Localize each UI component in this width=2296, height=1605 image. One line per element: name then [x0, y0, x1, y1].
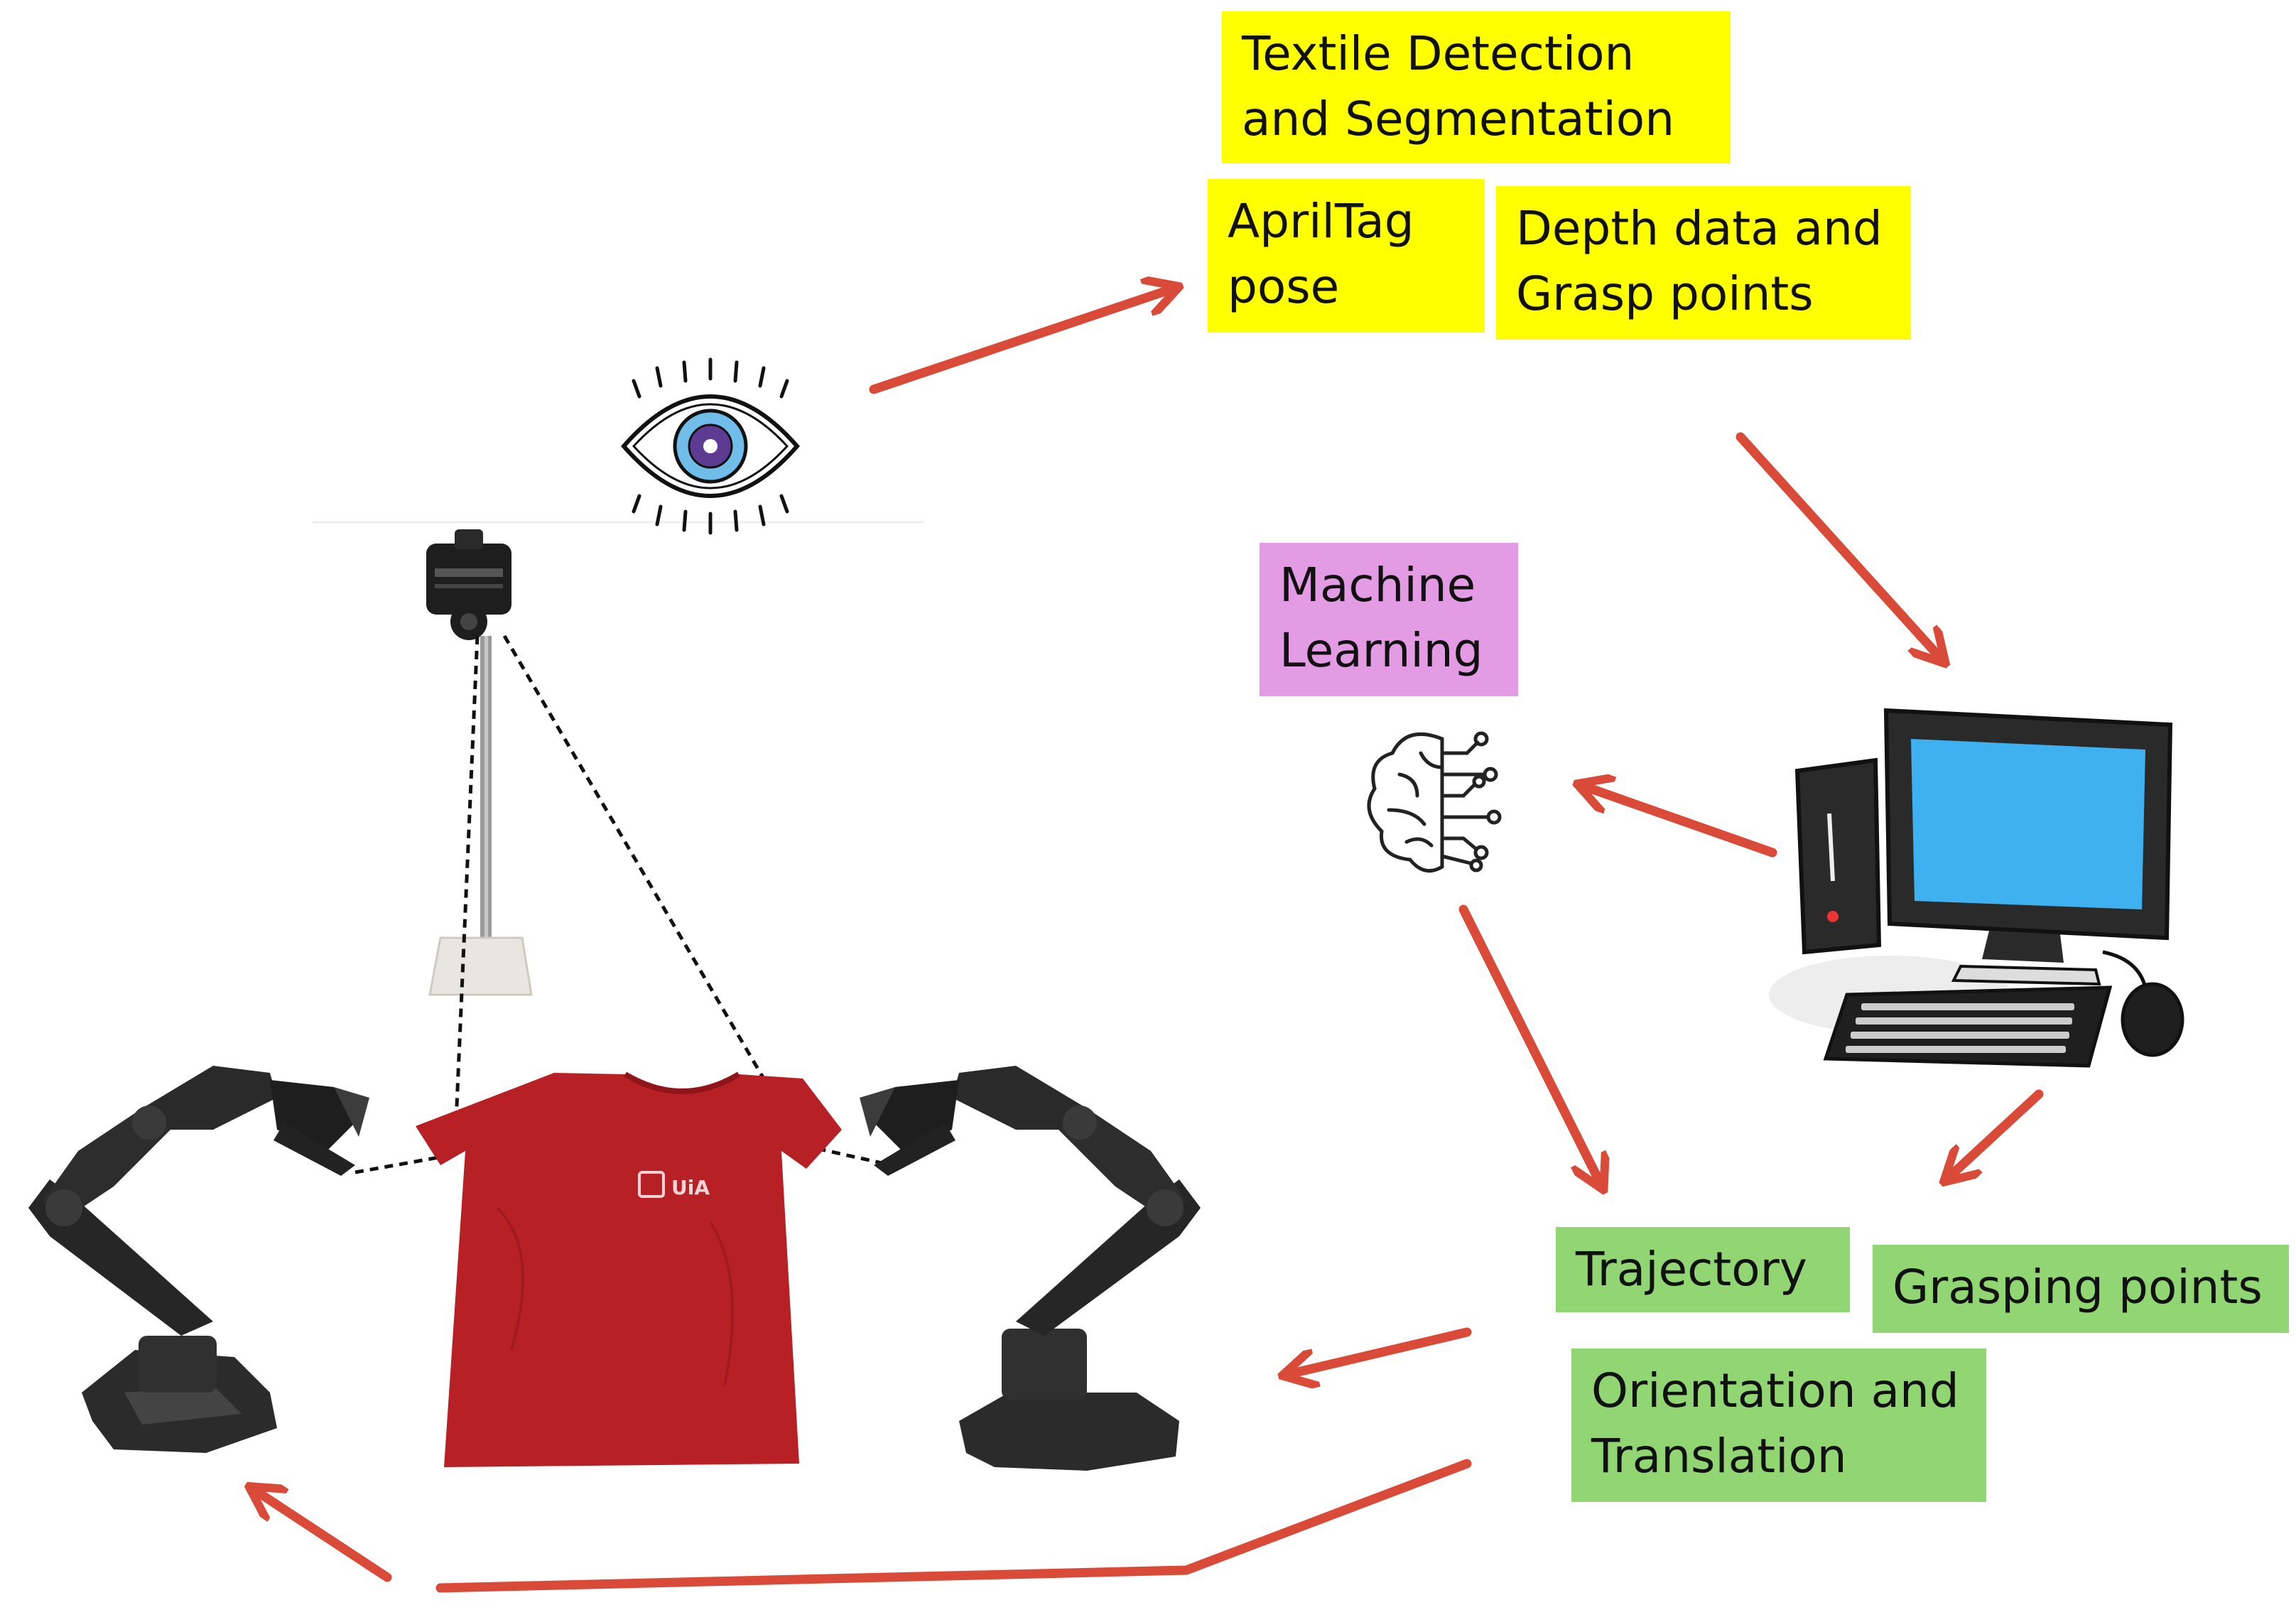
tshirt-icon: [416, 1071, 842, 1467]
orientation-translation-line-1: Orientation and: [1591, 1363, 1959, 1418]
arrow-perception-to-computer: [1735, 432, 1943, 661]
eye-icon: [621, 357, 800, 535]
arrow-computer-to-ml: [1581, 785, 1777, 858]
trajectory-box: Trajectory: [1556, 1227, 1850, 1312]
brain-circuit-icon: [1367, 731, 1502, 873]
camera-icon: [426, 529, 511, 640]
depth-grasp-line-1: Depth data and: [1516, 201, 1883, 256]
apriltag-pose-box: AprilTag pose: [1208, 179, 1485, 333]
arrow-computer-to-outputs: [1946, 1089, 2044, 1179]
computer-icon: [1769, 708, 2184, 1068]
textile-detection-line-1: Textile Detection: [1242, 26, 1635, 81]
shirt-logo-text: UiA: [671, 1176, 710, 1199]
machine-learning-box: Machine Learning: [1260, 543, 1518, 696]
machine-learning-line-1: Machine: [1279, 558, 1476, 612]
depth-grasp-line-2: Grasp points: [1516, 266, 1814, 321]
arrow-eye-to-perception: [869, 288, 1176, 394]
orientation-translation-line-2: Translation: [1591, 1429, 1847, 1484]
arrow-outputs-to-left-arm: [435, 1459, 1472, 1593]
textile-detection-box: Textile Detection and Segmentation: [1222, 11, 1731, 163]
apriltag-pose-line-2: pose: [1228, 259, 1340, 314]
arrow-ml-to-outputs: [1458, 904, 1602, 1187]
textile-detection-line-2: and Segmentation: [1242, 92, 1675, 146]
grasping-points-label: Grasping points: [1892, 1260, 2263, 1314]
depth-grasp-box: Depth data and Grasp points: [1496, 186, 1911, 340]
arrow-outputs-to-right-arm: [1286, 1327, 1472, 1375]
machine-learning-line-2: Learning: [1279, 623, 1483, 678]
trajectory-label: Trajectory: [1576, 1242, 1807, 1297]
arrows: [252, 288, 2044, 1593]
orientation-translation-box: Orientation and Translation: [1571, 1349, 1986, 1502]
grasping-points-box: Grasping points: [1873, 1245, 2289, 1333]
robot-arm-icon: [28, 1066, 369, 1453]
apriltag-pose-line-1: AprilTag: [1228, 194, 1414, 249]
camera-stand: [428, 636, 533, 996]
robot-arm-icon: [860, 1066, 1201, 1471]
